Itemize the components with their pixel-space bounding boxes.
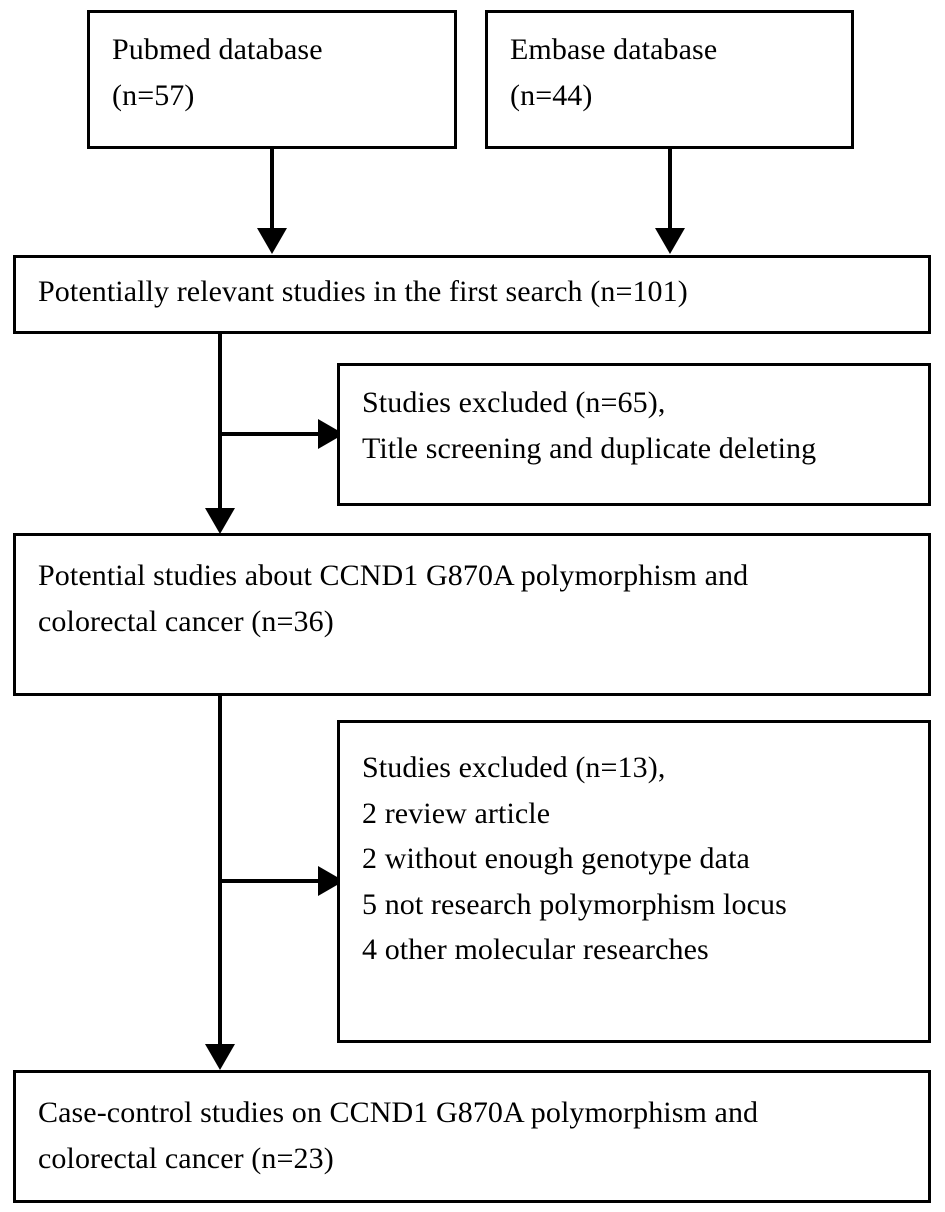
connector-relevant-spine [218, 334, 222, 510]
connector-embase-to-relevant-arrowhead [655, 228, 685, 254]
node-potentially-relevant-studies: Potentially relevant studies in the firs… [13, 255, 931, 334]
node-pubmed-database: Pubmed database (n=57) [87, 10, 457, 149]
node-studies-excluded-first: Studies excluded (n=65), Title screening… [337, 363, 931, 506]
node-potential-studies-ccnd1: Potential studies about CCND1 G870A poly… [13, 533, 931, 696]
connector-embase-to-relevant-line [668, 148, 672, 230]
node-embase-line-2: (n=44) [510, 78, 593, 112]
node-excluded-1-line-1: Studies excluded (n=65), [362, 386, 666, 419]
connector-relevant-to-excluded-1-line [218, 432, 324, 436]
node-case-control-studies-included: Case-control studies on CCND1 G870A poly… [13, 1070, 931, 1203]
connector-potential-spine [218, 696, 222, 1046]
node-excluded-2-line-2: 2 review article [362, 796, 551, 830]
node-pubmed-line-1: Pubmed database [112, 33, 323, 66]
node-pubmed-line-2: (n=57) [112, 78, 195, 112]
node-potential-line-2: colorectal cancer (n=36) [38, 604, 334, 638]
connector-relevant-to-potential-arrowhead [205, 508, 235, 534]
node-embase-line-1: Embase database [510, 33, 718, 66]
node-excluded-2-line-5: 4 other molecular researches [362, 933, 709, 967]
node-excluded-2-line-4: 5 not research polymorphism locus [362, 887, 787, 921]
connector-pubmed-to-relevant-arrowhead [257, 228, 287, 254]
node-studies-excluded-second: Studies excluded (n=13), 2 review articl… [337, 720, 931, 1043]
connector-potential-to-casecontrol-arrowhead [205, 1044, 235, 1070]
connector-potential-to-excluded-2-line [218, 879, 324, 883]
node-excluded-2-line-3: 2 without enough genotype data [362, 842, 750, 876]
node-potential-line-1: Potential studies about CCND1 G870A poly… [38, 559, 749, 592]
node-relevant-line-1: Potentially relevant studies in the firs… [38, 275, 688, 308]
connector-pubmed-to-relevant-line [270, 148, 274, 230]
node-excluded-1-line-2: Title screening and duplicate deleting [362, 431, 817, 465]
node-casecontrol-line-2: colorectal cancer (n=23) [38, 1141, 334, 1175]
node-excluded-2-line-1: Studies excluded (n=13), [362, 751, 666, 784]
node-casecontrol-line-1: Case-control studies on CCND1 G870A poly… [38, 1096, 759, 1129]
node-embase-database: Embase database (n=44) [485, 10, 854, 149]
